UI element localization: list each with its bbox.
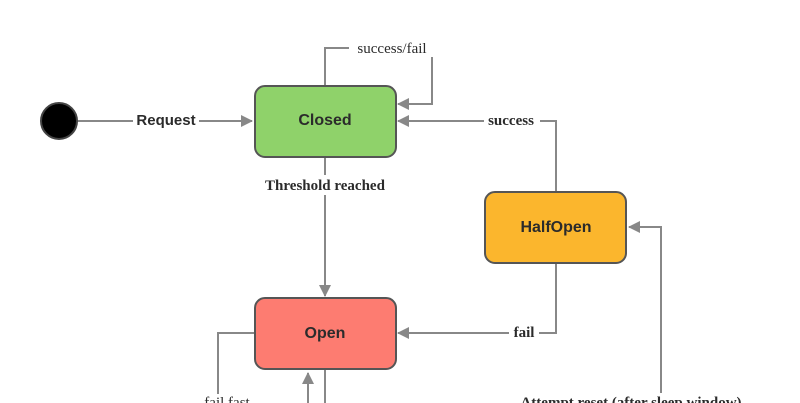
edge-label-attempt-reset: Attempt reset (after sleep window): [520, 395, 741, 403]
edge-closed-self-loop: success/fail: [324, 39, 435, 110]
edge-attempt-reset: Attempt reset (after sleep window): [324, 221, 750, 403]
initial-node: [40, 102, 78, 140]
edge-label-threshold-reached: Threshold reached: [265, 178, 386, 194]
state-halfopen-label: HalfOpen: [520, 219, 591, 236]
edge-fail-fast: fail fast: [200, 332, 314, 403]
state-open-box: [254, 297, 397, 370]
edge-halfopen-fail: fail: [397, 263, 557, 343]
edge-label-fail-fast: fail fast: [204, 395, 250, 403]
edge-label-request: Request: [136, 112, 195, 129]
state-closed: Closed: [254, 85, 397, 158]
edge-label-success: success: [488, 113, 534, 129]
state-closed-box: [254, 85, 397, 158]
state-halfopen-box: [484, 191, 627, 264]
edge-label-fail: fail: [514, 325, 535, 341]
state-open-label: Open: [305, 325, 346, 342]
state-closed-label: Closed: [298, 112, 351, 129]
edge-request: Request: [78, 111, 253, 131]
edge-label-success-fail: success/fail: [357, 41, 426, 57]
state-halfopen: HalfOpen: [484, 191, 627, 264]
edge-threshold-reached: Threshold reached: [258, 157, 394, 297]
state-open: Open: [254, 297, 397, 370]
edge-halfopen-success: success: [397, 111, 557, 192]
